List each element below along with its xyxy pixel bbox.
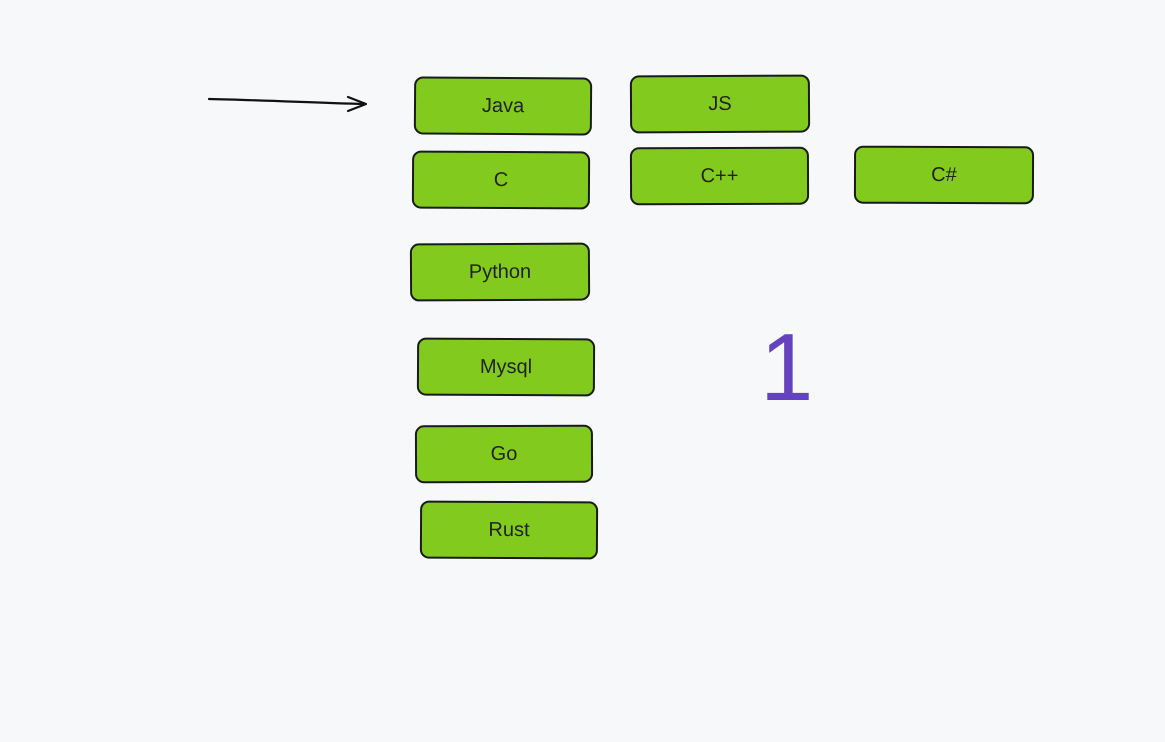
number-annotation: 1 [760, 314, 814, 421]
node-js[interactable]: JS [629, 74, 811, 134]
node-go[interactable]: Go [414, 424, 594, 484]
node-java[interactable]: Java [413, 76, 593, 136]
node-rust[interactable]: Rust [419, 500, 599, 560]
node-python[interactable]: Python [409, 242, 591, 302]
node-c[interactable]: C [411, 150, 591, 210]
node-c-label: C [493, 168, 509, 191]
node-cpp-label: C++ [700, 164, 739, 187]
node-js-label: JS [708, 92, 732, 115]
node-mysql-label: Mysql [479, 355, 533, 378]
node-csharp-label: C# [931, 163, 957, 186]
node-csharp[interactable]: C# [853, 145, 1035, 205]
node-java-label: Java [481, 94, 525, 117]
node-go-label: Go [490, 442, 518, 465]
node-mysql[interactable]: Mysql [416, 337, 596, 397]
node-rust-label: Rust [488, 518, 530, 541]
node-python-label: Python [468, 260, 532, 283]
node-cpp[interactable]: C++ [629, 146, 810, 206]
